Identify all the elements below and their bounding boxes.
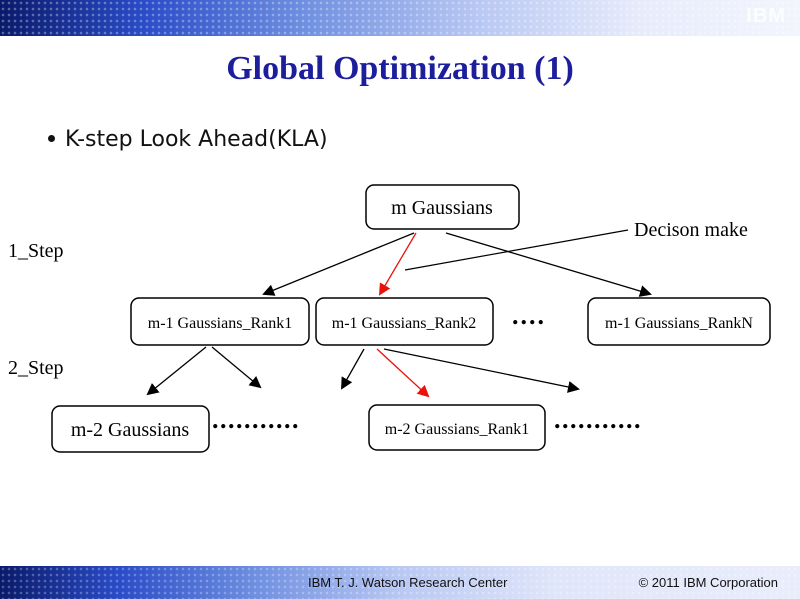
footer-org: IBM T. J. Watson Research Center: [308, 575, 508, 590]
ibm-logo: IBM: [746, 5, 786, 27]
node-m2-label: m-2 Gaussians: [71, 419, 190, 441]
footer-bar: IBM T. J. Watson Research Center © 2011 …: [0, 566, 800, 599]
header-pattern: [0, 0, 800, 36]
arrow-rank1-left: [146, 346, 207, 396]
node-root-label: m Gaussians: [391, 197, 493, 219]
footer-copyright: © 2011 IBM Corporation: [638, 575, 778, 590]
bullet-text: K-step Look Ahead(KLA): [65, 127, 328, 152]
node-m2: [51, 405, 210, 453]
node-rank2: [315, 297, 494, 346]
node-rank1: [130, 297, 310, 346]
node-rank2-label: m-1 Gaussians_Rank2: [332, 315, 476, 332]
bullet-dot-icon: [48, 134, 55, 142]
ellipsis-level1: ....: [512, 301, 546, 330]
step2-label: 2_Step: [8, 357, 64, 379]
bullet-item: K-step Look Ahead(KLA): [48, 127, 328, 152]
arrow-root-to-rank1: [262, 232, 415, 296]
header-bar: IBM: [0, 0, 800, 36]
arrow-rank2-right: [383, 348, 580, 393]
node-m2-rank1: [368, 404, 546, 451]
node-rank1-label: m-1 Gaussians_Rank1: [148, 315, 292, 332]
ellipsis-level2-right: ...........: [554, 405, 642, 434]
slide-title: Global Optimization (1): [226, 50, 574, 87]
decision-pointer: [404, 229, 629, 271]
node-m2-rank1-label: m-2 Gaussians_Rank1: [385, 421, 529, 438]
arrow-root-to-rankN: [445, 232, 652, 297]
arrow-root-to-rank2: [378, 232, 417, 296]
node-rankN: [587, 297, 771, 346]
node-rankN-label: m-1 Gaussians_RankN: [605, 315, 753, 332]
ellipsis-level2-left: ...........: [212, 405, 300, 434]
node-root: [365, 184, 520, 230]
decision-label: Decison make: [634, 219, 748, 241]
footer-pattern: [0, 566, 800, 599]
arrow-rank1-right: [211, 346, 262, 389]
arrow-rank2-left: [341, 348, 365, 390]
step1-label: 1_Step: [8, 240, 64, 262]
arrow-rank2-red: [376, 348, 430, 398]
